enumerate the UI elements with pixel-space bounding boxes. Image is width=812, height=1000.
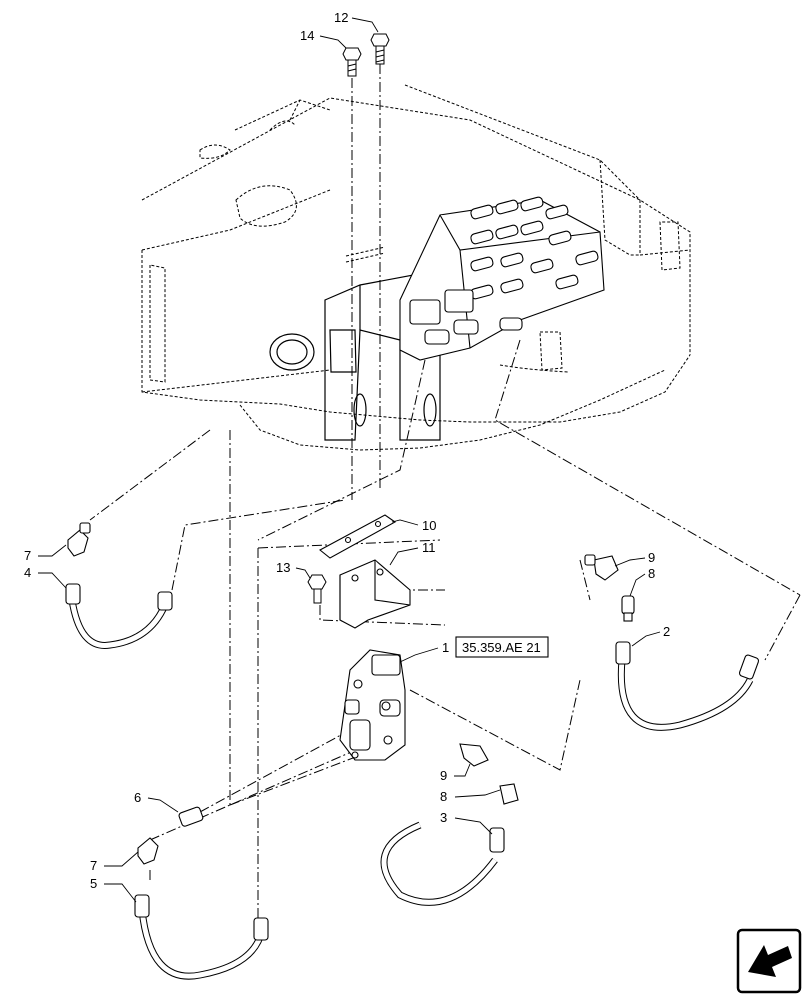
arrow-previous-icon[interactable] <box>736 928 802 994</box>
callout-4: 4 <box>24 565 31 580</box>
hose-2 <box>615 641 760 731</box>
elbow-fitting-9-right <box>584 554 619 581</box>
adapter-8-right <box>621 595 635 622</box>
callout-8-right: 8 <box>648 566 655 581</box>
callout-10: 10 <box>422 518 436 533</box>
connector-6 <box>178 806 204 827</box>
control-valve-block <box>399 196 605 361</box>
adapter-8-lower <box>499 783 519 805</box>
plate-10 <box>319 514 397 559</box>
callout-14: 14 <box>300 28 314 43</box>
frame-bracket <box>269 269 441 441</box>
callout-2: 2 <box>663 624 670 639</box>
callout-labels: 12 14 10 11 13 1 7 4 9 8 2 6 7 5 9 8 3 <box>24 10 670 891</box>
bolt-14 <box>342 47 362 77</box>
callout-3: 3 <box>440 810 447 825</box>
callout-1: 1 <box>442 640 449 655</box>
callout-7-lower: 7 <box>90 858 97 873</box>
bracket-11 <box>339 559 411 629</box>
callout-leaders <box>38 17 661 903</box>
pilot-valve-assembly-1 <box>339 649 406 761</box>
hose-3 <box>380 821 505 906</box>
callout-8-lower: 8 <box>440 789 447 804</box>
elbow-fitting-7-upper <box>67 522 91 557</box>
callout-6: 6 <box>134 790 141 805</box>
callout-12: 12 <box>334 10 348 25</box>
callout-13: 13 <box>276 560 290 575</box>
hose-5 <box>134 894 269 980</box>
callout-5: 5 <box>90 876 97 891</box>
hose-4 <box>65 583 173 649</box>
reference-code[interactable]: 35.359.AE 21 <box>462 640 541 655</box>
reference-link[interactable]: 35.359.AE 21 <box>455 636 549 658</box>
callout-9-lower: 9 <box>440 768 447 783</box>
bolt-13 <box>307 574 327 604</box>
machine-frame <box>141 84 691 451</box>
valve-spools <box>409 196 599 345</box>
elbow-fitting-9-lower <box>459 743 489 767</box>
callout-9-right: 9 <box>648 550 655 565</box>
callout-11: 11 <box>422 540 436 555</box>
assembly-lines <box>89 64 801 920</box>
bolt-12 <box>370 33 390 65</box>
elbow-fitting-7-lower <box>137 837 159 865</box>
callout-7-upper: 7 <box>24 548 31 563</box>
